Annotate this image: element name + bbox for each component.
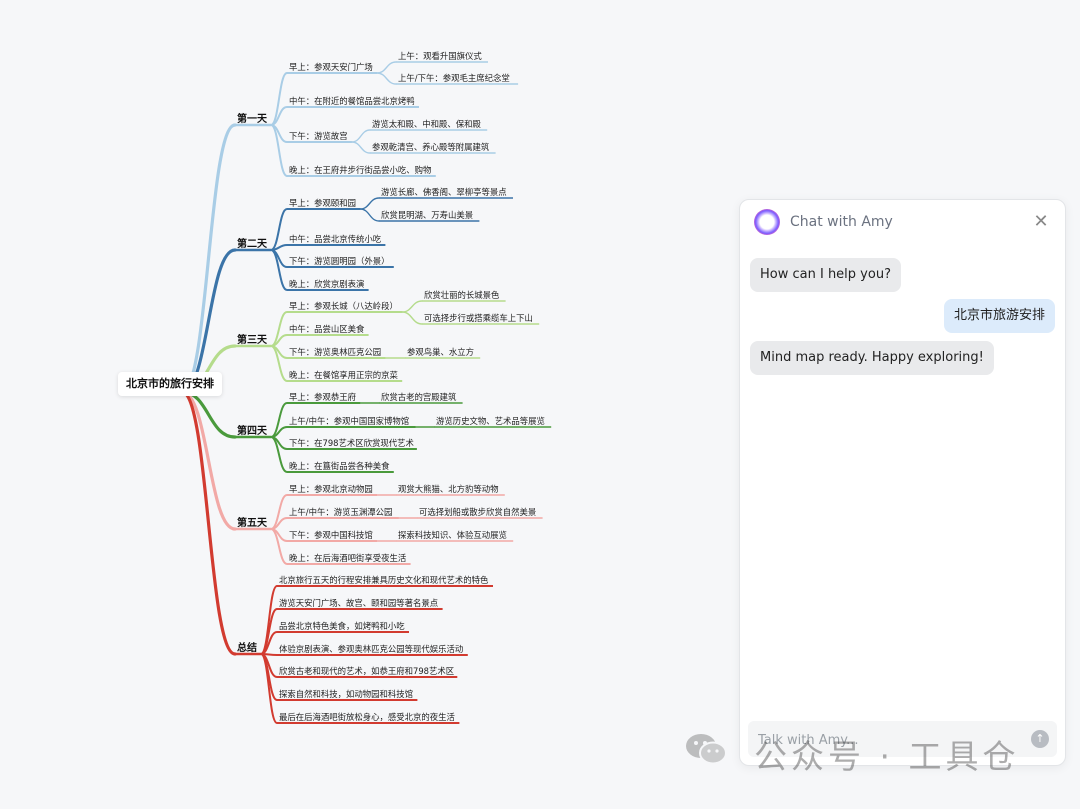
chat-panel: Chat with Amy ✕ How can I help you? 北京市旅…	[739, 199, 1066, 766]
mindmap-child-node[interactable]: 游览太和殿、中和殿、保和殿	[372, 119, 481, 129]
mindmap-day-node[interactable]: 第四天	[237, 424, 268, 437]
mindmap-item-node[interactable]: 早上：参观长城（八达岭段）	[289, 301, 398, 311]
mindmap-item-node[interactable]: 欣赏古老和现代的艺术，如恭王府和798艺术区	[279, 666, 454, 676]
assistant-avatar-icon	[754, 209, 780, 235]
mindmap-branch-line	[359, 197, 380, 210]
mindmap-branch-line	[180, 390, 237, 656]
mindmap-branch-line	[180, 123, 237, 394]
mindmap-item-node[interactable]: 游览天安门广场、故宫、颐和园等著名景点	[279, 598, 438, 608]
mindmap-day-node[interactable]: 总结	[237, 641, 257, 654]
mindmap-item-node[interactable]: 体验京剧表演、参观奥林匹克公园等现代娱乐活动	[279, 644, 463, 654]
mindmap-branch-line	[270, 426, 288, 438]
mindmap-item-node[interactable]: 早上：参观天安门广场	[289, 62, 373, 72]
mindmap-item-node[interactable]: 晚上：在王府井步行街品尝小吃、购物	[289, 165, 431, 175]
mindmap-branch-line	[376, 72, 397, 85]
chat-header: Chat with Amy ✕	[740, 200, 1065, 248]
mindmap-item-node[interactable]: 晚上：在餐馆享用正宗的京菜	[289, 370, 398, 380]
mindmap-branch-line	[270, 528, 288, 565]
mindmap-branch-line	[260, 653, 278, 724]
mindmap-branch-line	[270, 124, 288, 177]
mindmap-item-node[interactable]: 北京旅行五天的行程安排兼具历史文化和现代艺术的特色	[279, 575, 489, 585]
mindmap-day-node[interactable]: 第一天	[237, 112, 268, 125]
mindmap-branch-line	[359, 208, 380, 222]
mindmap-branch-line	[401, 311, 423, 325]
mindmap-day-node[interactable]: 第三天	[237, 333, 268, 346]
mindmap-child-node[interactable]: 欣赏昆明湖、万寿山美景	[381, 210, 473, 220]
mindmap-branch-line	[270, 345, 288, 382]
close-icon[interactable]: ✕	[1033, 211, 1049, 232]
mindmap-child-node[interactable]: 可选择步行或搭乘缆车上下山	[424, 313, 533, 323]
mindmap-branch-line	[270, 249, 288, 291]
mindmap-item-node[interactable]: 下午：参观中国科技馆	[289, 530, 373, 540]
chat-message-bot: How can I help you?	[750, 258, 901, 292]
mindmap-item-node[interactable]: 下午：游览圆明园（外景）	[289, 256, 390, 266]
mindmap-day-node[interactable]: 第五天	[237, 516, 268, 529]
mindmap-child-node[interactable]: 游览历史文物、艺术品等展览	[436, 416, 545, 426]
mindmap-child-node[interactable]: 欣赏古老的宫殿建筑	[381, 392, 457, 402]
mindmap-child-node[interactable]: 探索科技知识、体验互动展览	[398, 530, 507, 540]
mindmap-child-node[interactable]: 参观鸟巢、水立方	[407, 347, 474, 357]
mindmap-item-node[interactable]: 下午：游览奥林匹克公园	[289, 347, 381, 357]
mindmap-day-node[interactable]: 第二天	[237, 237, 268, 250]
mindmap-child-node[interactable]: 观赏大熊猫、北方豹等动物	[398, 484, 499, 494]
mindmap-item-node[interactable]: 晚上：欣赏京剧表演	[289, 279, 364, 289]
mindmap-branch-line	[270, 436, 288, 473]
mindmap-child-node[interactable]: 欣赏壮丽的长城景色	[424, 290, 500, 300]
mindmap-item-node[interactable]: 早上：参观颐和园	[289, 198, 356, 208]
mindmap-item-node[interactable]: 品尝北京特色美食，如烤鸭和小吃	[279, 621, 405, 631]
mindmap-item-node[interactable]: 早上：参观恭王府	[289, 392, 356, 402]
mindmap-branch-line	[401, 300, 423, 313]
mindmap-item-node[interactable]: 最后在后海酒吧街放松身心，感受北京的夜生活	[279, 712, 455, 722]
chat-message-bot: Mind map ready. Happy exploring!	[750, 341, 994, 375]
mindmap-branch-line	[351, 141, 371, 154]
chat-input[interactable]	[756, 721, 1030, 759]
mindmap-item-node[interactable]: 晚上：在后海酒吧街享受夜生活	[289, 553, 407, 563]
mindmap-branch-line	[180, 390, 237, 531]
mindmap-item-node[interactable]: 中午：品尝北京传统小吃	[289, 234, 382, 244]
mindmap-item-node[interactable]: 中午：在附近的餐馆品尝北京烤鸭	[289, 96, 415, 106]
mindmap-branch-line	[270, 208, 288, 251]
arrow-up-icon[interactable]: ↑	[1031, 730, 1049, 748]
chat-input-bar: ↑	[748, 721, 1057, 759]
mindmap-child-node[interactable]: 可选择划船或散步欣赏自然美景	[419, 507, 536, 517]
mindmap-item-node[interactable]: 中午：品尝山区美食	[289, 324, 365, 334]
chat-message-user: 北京市旅游安排	[943, 299, 1055, 333]
mindmap-child-node[interactable]: 参观乾清宫、养心殿等附属建筑	[372, 142, 490, 152]
mindmap-item-node[interactable]: 早上：参观北京动物园	[289, 484, 373, 494]
mindmap-child-node[interactable]: 上午/下午：参观毛主席纪念堂	[398, 73, 510, 83]
chat-title: Chat with Amy	[790, 214, 893, 230]
mindmap-item-node[interactable]: 探索自然和科技，如动物园和科技馆	[279, 689, 413, 699]
mindmap-child-node[interactable]: 上午：观看升国旗仪式	[398, 51, 482, 61]
mindmap-canvas: 第一天 早上：参观天安门广场 上午：观看升国旗仪式上午/下午：参观毛主席纪念堂中午：…	[180, 51, 552, 724]
mindmap-branch-line	[376, 61, 397, 74]
mindmap-root-node[interactable]: 北京市的旅行安排	[118, 372, 222, 396]
mindmap-item-node[interactable]: 下午：游览故宫	[289, 131, 348, 141]
mindmap-branch-line	[351, 129, 371, 143]
mindmap-item-node[interactable]: 下午：在798艺术区欣赏现代艺术	[289, 438, 414, 448]
mindmap-child-node[interactable]: 游览长廊、佛香阁、翠柳亭等景点	[381, 187, 507, 197]
mindmap-item-node[interactable]: 上午/中午：参观中国国家博物馆	[289, 416, 409, 426]
mindmap-item-node[interactable]: 晚上：在簋街品尝各种美食	[289, 461, 390, 471]
mindmap-item-node[interactable]: 上午/中午：游览玉渊潭公园	[289, 507, 392, 517]
